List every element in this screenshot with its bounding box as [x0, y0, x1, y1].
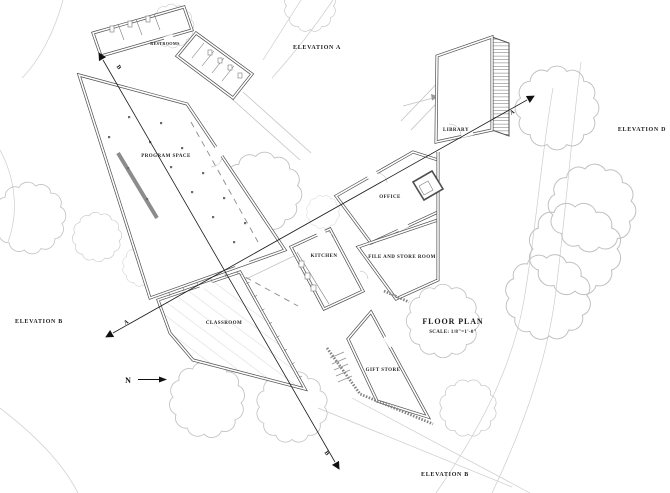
gift-store-label: GIFT STORE: [366, 368, 401, 373]
section-line-a: A A: [105, 95, 535, 338]
north-arrow: N: [125, 376, 167, 385]
elevation-d-label: ELEVATION D: [618, 127, 666, 133]
section-arrow-icon: [98, 52, 106, 62]
elevation-a-label: ELEVATION A: [293, 45, 341, 51]
office-kitchen-file-building: [288, 150, 445, 311]
colonnade-line: [190, 121, 259, 243]
poche-wall: [116, 151, 159, 220]
site-steps: [329, 351, 353, 383]
elevation-b-left-label: ELEVATION B: [15, 319, 63, 325]
north-label: N: [125, 376, 131, 385]
fireplace: [411, 169, 445, 202]
section-arrow-icon: [525, 95, 535, 103]
elevation-b-bottom-label: ELEVATION B: [421, 472, 469, 478]
program-space-building: [76, 72, 288, 300]
north-arrowhead-icon: [159, 376, 167, 383]
restroom-fixtures: [109, 13, 243, 82]
kitchen-label: KITCHEN: [311, 254, 338, 259]
drawing-title: FLOOR PLAN: [422, 317, 483, 326]
kitchen-counters: [296, 251, 330, 305]
section-arrow-icon: [332, 460, 340, 470]
restrooms-label: RESTROOMS: [150, 41, 180, 46]
program-space-label: PROGRAM SPACE: [141, 154, 191, 159]
library-louver-band: [491, 36, 510, 137]
path-dashes: [235, 271, 299, 307]
section-marker-a-right: A: [509, 109, 516, 117]
tree-icon: [0, 176, 72, 260]
section-marker-b-bottom: B: [323, 450, 330, 457]
tree-icon: [284, 0, 336, 32]
restrooms-building: [91, 5, 255, 101]
window-ticks: [168, 273, 303, 378]
section-marker-a-left: A: [123, 319, 130, 327]
section-marker-b-top: B: [115, 64, 122, 71]
title-block: FLOOR PLAN SCALE: 1/8"=1'-0": [422, 317, 483, 335]
ramp-arrowhead-icon: [431, 94, 439, 101]
tree-icon: [62, 202, 132, 272]
file-store-room-label: FILE AND STORE ROOM: [368, 255, 436, 260]
section-line-b: B B: [98, 52, 340, 470]
elevation-labels: ELEVATION A ELEVATION D ELEVATION B ELEV…: [15, 45, 666, 478]
room-labels: RESTROOMS PROGRAM SPACE CLASSROOM LIBRAR…: [141, 41, 469, 373]
retaining-wall: [325, 347, 434, 426]
entry-ramp-line: [402, 97, 434, 107]
library-label: LIBRARY: [443, 128, 469, 133]
tree-icon: [490, 239, 606, 355]
office-label: OFFICE: [379, 195, 401, 200]
drawing-scale: SCALE: 1/8"=1'-0": [429, 330, 477, 335]
tree-icon: [506, 57, 608, 159]
section-arrow-icon: [105, 330, 115, 338]
library-building: [434, 34, 510, 144]
tree-icon: [306, 195, 340, 229]
tree-icon: [531, 147, 653, 269]
trees: [0, 0, 653, 456]
classroom-label: CLASSROOM: [206, 321, 242, 326]
tree-icon: [429, 369, 507, 447]
gift-store-building: [235, 271, 434, 426]
